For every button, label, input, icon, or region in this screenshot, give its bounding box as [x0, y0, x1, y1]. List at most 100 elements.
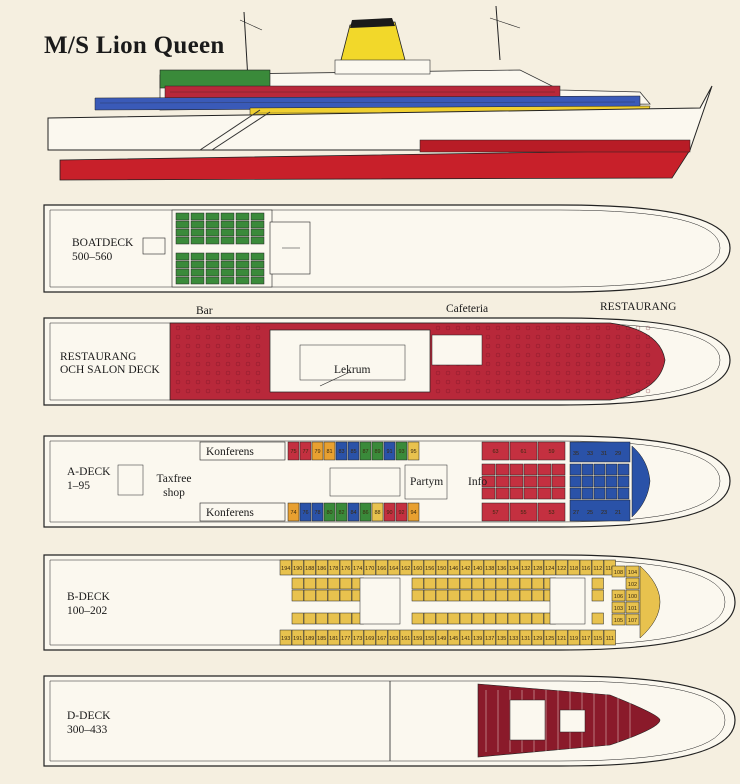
- table-mark: [225, 352, 231, 358]
- b-cabin-bow: [611, 601, 626, 614]
- b-cabin-number: 137: [485, 636, 494, 642]
- table-mark: [645, 352, 651, 358]
- b-cabin-bow: [625, 601, 640, 614]
- table-mark: [215, 325, 221, 331]
- a-cabin-number: 57: [492, 510, 498, 516]
- a-cabin-blue: [593, 475, 606, 488]
- a-cabin-red: [537, 502, 566, 522]
- table-mark: [515, 379, 521, 385]
- konferens-top-label: Konferens: [206, 446, 254, 458]
- table-mark: [605, 388, 611, 394]
- b-cabin: [423, 589, 436, 602]
- a-cabin: [323, 441, 336, 461]
- boat-cabin: [175, 236, 190, 245]
- table-mark: [525, 361, 531, 367]
- table-mark: [635, 352, 641, 358]
- table-mark: [205, 388, 211, 394]
- table-mark: [235, 379, 241, 385]
- b-cabin-number: 139: [473, 636, 482, 642]
- table-mark: [635, 370, 641, 376]
- a-cabin: [311, 502, 324, 522]
- table-mark: [505, 325, 511, 331]
- b-cabin: [315, 559, 328, 576]
- table-mark: [205, 370, 211, 376]
- table-mark: [545, 352, 551, 358]
- a-cabin: [383, 441, 396, 461]
- table-mark: [195, 379, 201, 385]
- a-deck-range: 1–95: [67, 480, 90, 492]
- a-cabin-blue: [617, 475, 630, 488]
- b-cabin: [567, 559, 580, 576]
- b-cabin: [579, 629, 592, 646]
- a-cabin-blue: [605, 463, 618, 476]
- b-cabin-number: 164: [389, 566, 398, 572]
- a-cabin-number: 63: [492, 449, 498, 455]
- table-mark: [525, 352, 531, 358]
- b-cabin-number: 141: [461, 636, 470, 642]
- b-cabin-number: 170: [365, 566, 374, 572]
- boat-cabin: [220, 268, 235, 277]
- a-cabin-blue: [581, 463, 594, 476]
- a-cabin-number: 78: [314, 510, 320, 516]
- a-cabin: [371, 441, 384, 461]
- table-mark: [515, 325, 521, 331]
- a-cabin-number: 29: [615, 451, 621, 457]
- b-cabin-number: 155: [425, 636, 434, 642]
- a-cabin-number: 90: [386, 510, 392, 516]
- table-mark: [255, 334, 261, 340]
- table-mark: [565, 325, 571, 331]
- b-cabin: [339, 577, 352, 590]
- b-cabin-number: 102: [628, 582, 637, 588]
- boat-cabin: [235, 260, 250, 269]
- b-cabin: [399, 559, 412, 576]
- table-mark: [185, 388, 191, 394]
- table-mark: [495, 388, 501, 394]
- table-mark: [635, 334, 641, 340]
- a-cabin-number: 82: [338, 510, 344, 516]
- b-cabin: [495, 559, 508, 576]
- table-mark: [565, 379, 571, 385]
- boat-cabin: [175, 268, 190, 277]
- boat-cabin: [220, 236, 235, 245]
- table-mark: [245, 343, 251, 349]
- table-mark: [555, 325, 561, 331]
- shop-label: shop: [163, 487, 185, 499]
- funnel: [339, 21, 406, 65]
- a-cabin-red: [551, 475, 566, 488]
- table-mark: [565, 334, 571, 340]
- b-cabin: [291, 612, 304, 625]
- table-mark: [235, 361, 241, 367]
- b-cabin: [471, 612, 484, 625]
- a-cabin: [335, 441, 348, 461]
- b-cabin: [375, 629, 388, 646]
- table-mark: [245, 334, 251, 340]
- table-mark: [525, 388, 531, 394]
- b-cabin-bow: [625, 613, 640, 626]
- table-mark: [585, 361, 591, 367]
- table-mark: [195, 388, 201, 394]
- b-cabin: [459, 629, 472, 646]
- table-mark: [175, 379, 181, 385]
- table-mark: [645, 325, 651, 331]
- table-mark: [435, 370, 441, 376]
- a-cabin-red: [523, 463, 538, 476]
- d-deck-name: D-DECK: [67, 710, 111, 722]
- boat-cabin: [175, 228, 190, 237]
- b-cabin: [423, 577, 436, 590]
- a-cabin-red: [551, 463, 566, 476]
- boat-cabin: [220, 276, 235, 285]
- table-mark: [455, 325, 461, 331]
- a-cabin: [287, 441, 300, 461]
- boat-cabin: [220, 212, 235, 221]
- table-mark: [485, 343, 491, 349]
- boat-cabin: [190, 252, 205, 261]
- ship-title: M/S Lion Queen: [44, 32, 225, 59]
- boat-cabin: [220, 260, 235, 269]
- table-mark: [645, 334, 651, 340]
- table-mark: [245, 352, 251, 358]
- table-mark: [635, 388, 641, 394]
- table-mark: [255, 379, 261, 385]
- b-cabin-number: 167: [377, 636, 386, 642]
- a-cabin-red: [537, 487, 552, 500]
